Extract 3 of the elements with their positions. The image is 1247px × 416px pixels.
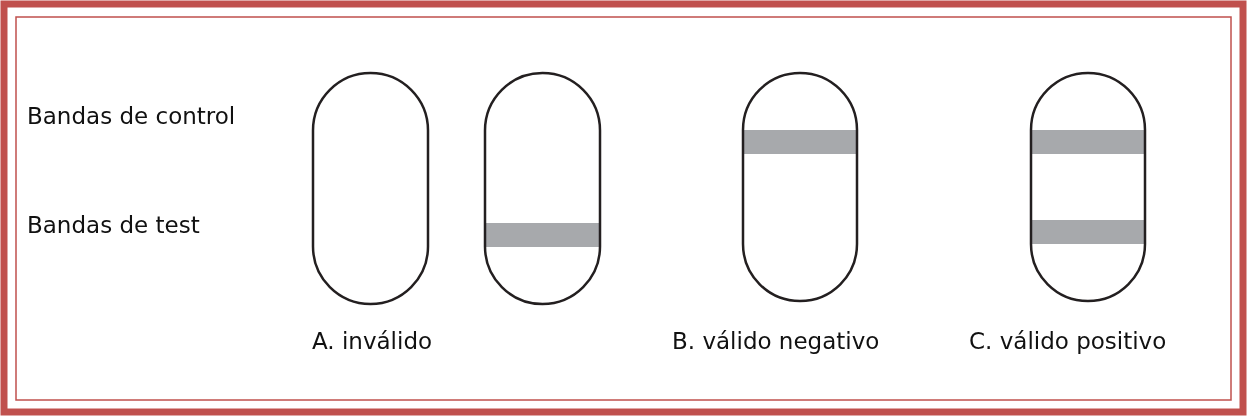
row-label: Bandas de test	[27, 214, 200, 237]
row-label: Bandas de control	[27, 105, 236, 128]
result-caption: A. inválido	[312, 330, 433, 353]
